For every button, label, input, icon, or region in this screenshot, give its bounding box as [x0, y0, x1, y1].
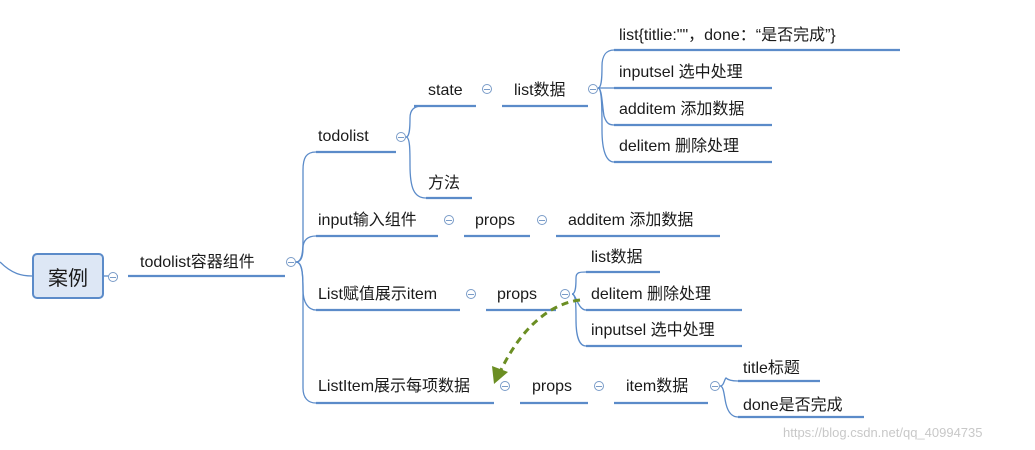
collapse-icon[interactable] — [482, 84, 492, 94]
collapse-icon[interactable] — [537, 215, 547, 225]
list-prop-item-node[interactable]: list数据 — [591, 249, 643, 266]
collapse-icon[interactable] — [466, 289, 476, 299]
listitem-props-node[interactable]: props — [532, 378, 573, 395]
collapse-icon[interactable] — [500, 381, 510, 391]
state-node[interactable]: state — [428, 82, 463, 99]
collapse-icon[interactable] — [594, 381, 604, 391]
item-field-node[interactable]: done是否完成 — [743, 397, 843, 414]
collapse-icon[interactable] — [710, 381, 720, 391]
item-data-node[interactable]: item数据 — [626, 378, 689, 395]
collapse-icon[interactable] — [560, 289, 570, 299]
input-props-node[interactable]: props — [475, 212, 516, 229]
collapse-icon[interactable] — [286, 257, 296, 267]
collapse-icon[interactable] — [396, 132, 406, 142]
container-node[interactable]: todolist容器组件 — [140, 254, 255, 271]
collapse-icon[interactable] — [588, 84, 598, 94]
listitem-component-node[interactable]: ListItem展示每项数据 — [318, 378, 471, 395]
list-item-node[interactable]: inputsel 选中处理 — [619, 64, 743, 81]
root-node[interactable]: 案例 — [32, 253, 104, 299]
list-prop-item-node[interactable]: delitem 删除处理 — [591, 286, 712, 303]
collapse-icon[interactable] — [444, 215, 454, 225]
list-item-node[interactable]: delitem 删除处理 — [619, 138, 740, 155]
collapse-icon[interactable] — [108, 272, 118, 282]
list-component-node[interactable]: List赋值展示item — [318, 286, 438, 303]
list-props-node[interactable]: props — [497, 286, 538, 303]
watermark: https://blog.csdn.net/qq_40994735 — [783, 425, 983, 440]
list-item-node[interactable]: additem 添加数据 — [619, 101, 745, 118]
method-node[interactable]: 方法 — [428, 175, 461, 192]
input-additem-node[interactable]: additem 添加数据 — [568, 212, 694, 229]
relation-arrow — [492, 298, 581, 384]
state-list-node[interactable]: list数据 — [514, 82, 566, 99]
input-component-node[interactable]: input输入组件 — [318, 212, 417, 229]
todolist-node[interactable]: todolist — [318, 128, 369, 145]
list-prop-item-node[interactable]: inputsel 选中处理 — [591, 322, 715, 339]
item-field-node[interactable]: title标题 — [743, 360, 800, 377]
list-item-node[interactable]: list{titlie:""，done：“是否完成”} — [619, 27, 836, 44]
